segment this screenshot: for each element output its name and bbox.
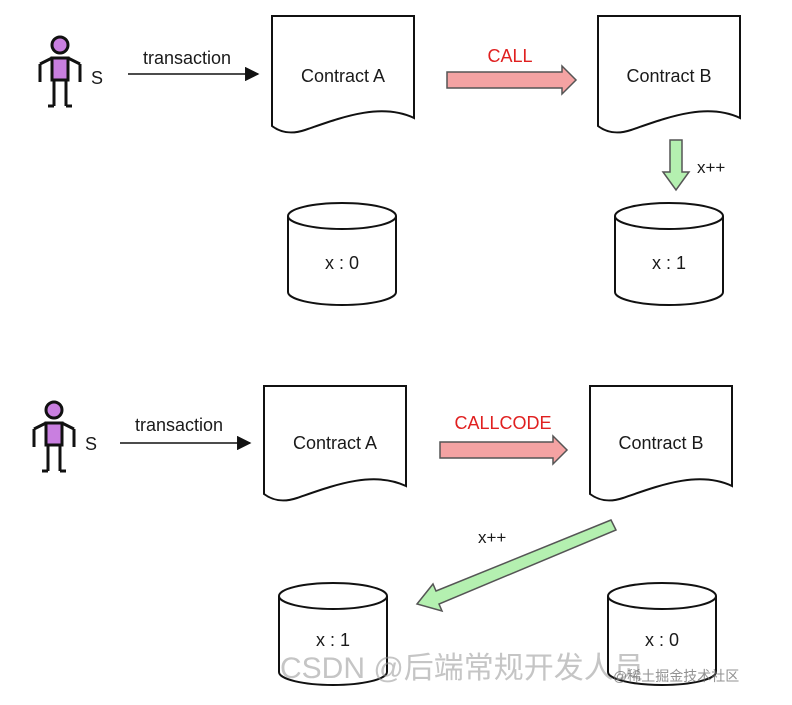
bottom-callcode-arrow xyxy=(439,434,569,466)
bottom-callcode-label: CALLCODE xyxy=(454,413,551,433)
top-call-arrow xyxy=(446,64,578,96)
top-contract-b-label: Contract B xyxy=(626,66,711,86)
top-contract-a-label: Contract A xyxy=(301,66,385,86)
bottom-contract-a-label: Contract A xyxy=(293,433,377,453)
bottom-contract-b-doc xyxy=(589,385,733,502)
bottom-actor xyxy=(32,400,76,473)
bottom-increment-label: x++ xyxy=(478,528,506,547)
bottom-storage-b-label: x : 0 xyxy=(645,630,679,650)
top-storage-b-label: x : 1 xyxy=(652,253,686,273)
top-call-label: CALL xyxy=(487,46,532,66)
top-increment-label: x++ xyxy=(697,158,725,177)
top-storage-a-cylinder xyxy=(287,202,397,306)
top-increment-arrow xyxy=(661,139,691,192)
bottom-contract-b-label: Contract B xyxy=(618,433,703,453)
top-contract-b-doc xyxy=(597,15,741,134)
bottom-storage-a-cylinder xyxy=(278,582,388,686)
top-actor xyxy=(38,35,82,108)
bottom-actor-label: S xyxy=(85,434,97,454)
bottom-storage-a-label: x : 1 xyxy=(316,630,350,650)
bottom-transaction-label: transaction xyxy=(135,415,223,435)
bottom-storage-b-cylinder xyxy=(607,582,717,686)
bottom-increment-arrow xyxy=(415,519,618,613)
top-storage-b-cylinder xyxy=(614,202,724,306)
bottom-contract-a-doc xyxy=(263,385,407,502)
top-actor-label: S xyxy=(91,68,103,88)
top-transaction-label: transaction xyxy=(143,48,231,68)
top-storage-a-label: x : 0 xyxy=(325,253,359,273)
top-contract-a-doc xyxy=(271,15,415,134)
